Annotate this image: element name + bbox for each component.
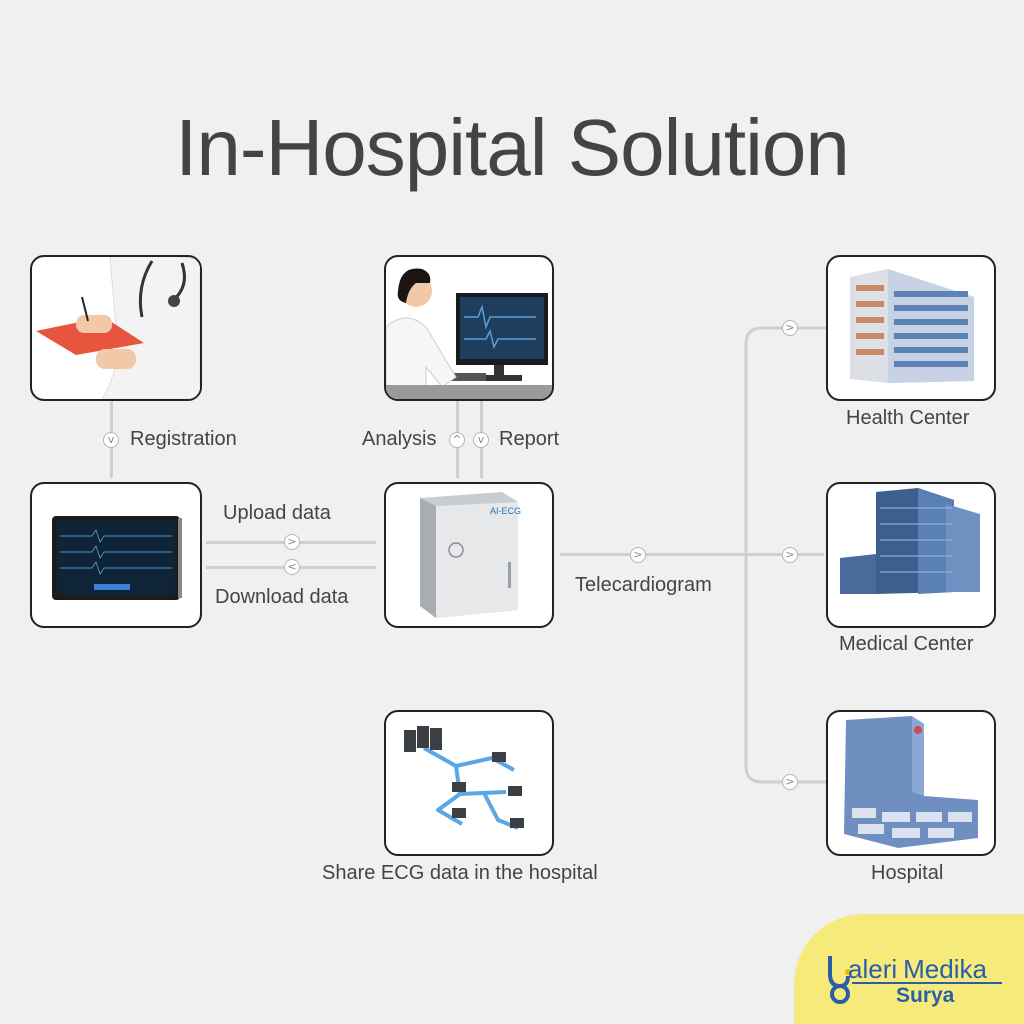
hospital-label: Hospital xyxy=(871,862,944,884)
health-center-card xyxy=(826,255,996,401)
network-illustration xyxy=(404,726,524,830)
upload-label: Upload data xyxy=(223,502,331,524)
stethoscope-logo-icon xyxy=(828,956,851,1004)
download-label: Download data xyxy=(215,586,349,608)
tablet-illustration xyxy=(52,516,182,600)
right-chevron-icon: > xyxy=(630,547,646,563)
up-chevron-icon: ^ xyxy=(449,432,465,448)
medical-center-building xyxy=(840,488,980,594)
share-label: Share ECG data in the hospital xyxy=(322,862,598,884)
health-center-building xyxy=(850,269,974,383)
doctor-card xyxy=(30,255,202,401)
right-chevron-icon: > xyxy=(782,320,798,336)
left-chevron-icon: < xyxy=(284,559,300,575)
health-center-label: Health Center xyxy=(846,407,970,429)
down-chevron-icon: v xyxy=(103,432,119,448)
right-chevron-icon: > xyxy=(782,547,798,563)
tablet-card xyxy=(30,482,202,628)
medical-center-label: Medical Center xyxy=(839,633,974,655)
page-title: In-Hospital Solution xyxy=(175,103,850,192)
brand-name-part2: Medika xyxy=(903,954,987,984)
ecg-server-card: AI-ECG xyxy=(384,482,554,628)
brand-sub: Surya xyxy=(896,984,955,1007)
brand-corner xyxy=(794,914,1024,1024)
brand-name-part1: aleri xyxy=(848,954,898,984)
brand-underline xyxy=(852,982,1002,984)
registration-label: Registration xyxy=(130,428,237,450)
hospital-card xyxy=(826,710,996,856)
analyst-card xyxy=(384,255,554,401)
hospital-building xyxy=(844,716,978,848)
branch-connector xyxy=(744,326,826,784)
analysis-label: Analysis xyxy=(362,428,437,450)
analyst-illustration xyxy=(386,268,552,399)
device-brand-label: AI-ECG xyxy=(490,506,522,516)
doctor-illustration xyxy=(36,257,200,399)
telecardiogram-label: Telecardiogram xyxy=(575,574,712,596)
down-chevron-icon: v xyxy=(473,432,489,448)
network-card xyxy=(384,710,554,856)
right-chevron-icon: > xyxy=(782,774,798,790)
telecardiogram-connector xyxy=(560,553,824,556)
right-chevron-icon: > xyxy=(284,534,300,550)
medical-center-card xyxy=(826,482,996,628)
report-label: Report xyxy=(499,428,560,450)
server-illustration xyxy=(420,492,518,618)
